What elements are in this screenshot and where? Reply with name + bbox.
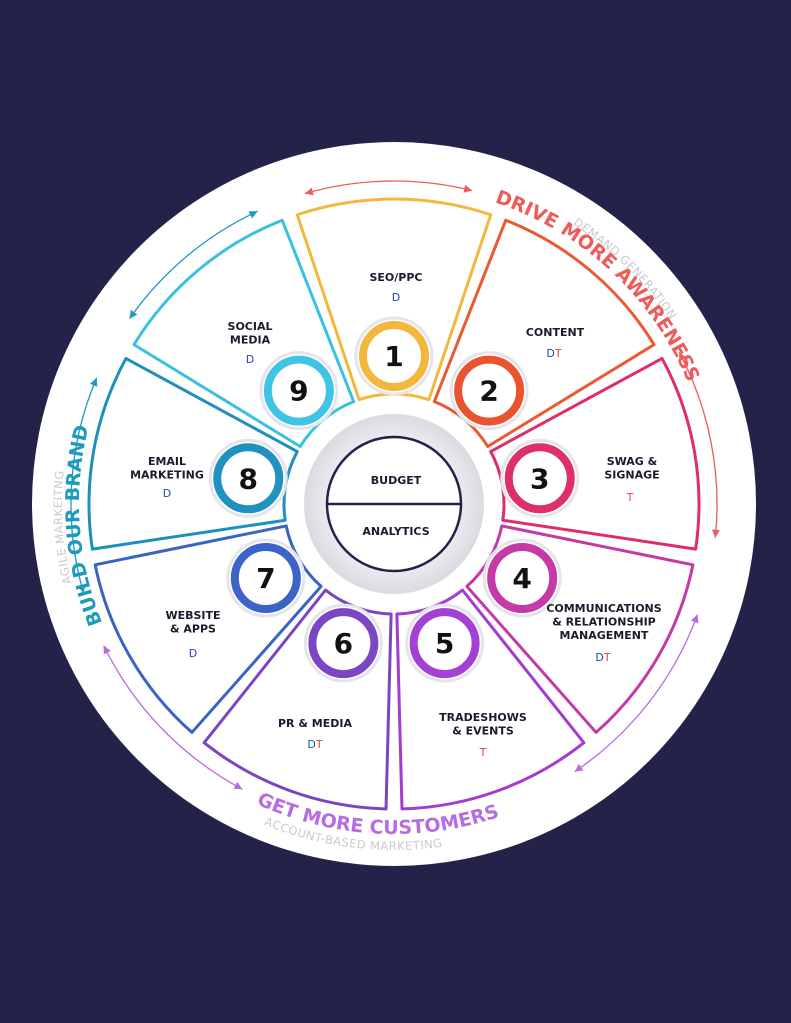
badge-4-number: 4: [512, 562, 531, 595]
arrow-awareness-right-head: [679, 352, 687, 362]
badge-2-number: 2: [479, 375, 498, 408]
hub-budget-label: BUDGET: [371, 474, 422, 487]
arrow-awareness-top-head: [463, 184, 473, 193]
hub: BUDGET ANALYTICS: [304, 414, 484, 594]
segment-3-title-line: SWAG &: [607, 455, 658, 468]
segment-9-code: D: [246, 353, 254, 366]
segment-9-title-line: SOCIAL: [228, 320, 273, 333]
badge-2-ring: [454, 355, 525, 426]
segment-1-shape: [295, 197, 493, 402]
badge-9-ring: [263, 355, 334, 426]
segment-4-title-line: & RELATIONSHIP: [552, 616, 656, 629]
badge-3-ring: [504, 443, 575, 514]
segment-2-code: DT: [546, 347, 561, 360]
code-t: T: [554, 347, 562, 360]
segment-8-code: D: [163, 487, 171, 500]
segment-7-code: D: [189, 647, 197, 660]
segment-6-title-line: PR & MEDIA: [278, 717, 352, 730]
badge-8-number: 8: [239, 462, 258, 495]
arrow-brand-left-head: [89, 377, 98, 387]
code-d: D: [307, 738, 315, 751]
segment-2-title-line: CONTENT: [526, 326, 585, 339]
badge-5-number: 5: [435, 627, 454, 660]
arrow-brand-left-head: [77, 584, 86, 594]
segment-4-title-line: COMMUNICATIONS: [546, 602, 661, 615]
code-t: T: [315, 738, 323, 751]
code-d: D: [595, 651, 603, 664]
badge-3-number: 3: [530, 462, 549, 495]
segment-6-code: DT: [307, 738, 322, 751]
badge-6-number: 6: [334, 627, 353, 660]
badge-1-ring: [359, 321, 429, 391]
segment-5-title-line: TRADESHOWS: [439, 711, 527, 724]
code-d: D: [189, 647, 197, 660]
badge-5-ring: [409, 608, 480, 679]
segment-4-code: DT: [595, 651, 610, 664]
arrow-customers-right-head: [690, 614, 699, 624]
arrow-awareness-top: [304, 180, 473, 195]
badge-6-ring: [308, 608, 379, 679]
segment-6[interactable]: 6 PR & MEDIA DT: [202, 588, 393, 811]
arrow-brand-left: [70, 377, 98, 594]
group-arrows: [70, 180, 720, 790]
arrow-brand-top: [128, 210, 258, 320]
arrow-customers-bottom: [103, 645, 243, 790]
badge-8-ring: [213, 443, 284, 514]
segment-2[interactable]: 2 CONTENT DT: [432, 218, 656, 449]
segment-1[interactable]: 1 SEO/PPC D: [295, 197, 493, 402]
arrow-brand-top-head: [129, 309, 138, 319]
arrow-awareness-top-head: [304, 187, 314, 196]
hub-analytics-label: ANALYTICS: [362, 525, 429, 538]
arrow-customers-right-head: [574, 763, 584, 772]
segment-7-title-line: & APPS: [170, 623, 216, 636]
arrow-customers-bottom-head: [233, 781, 243, 790]
code-t: T: [603, 651, 611, 664]
arrow-awareness-right: [678, 352, 718, 538]
segment-9-title-line: MEDIA: [230, 334, 271, 347]
code-d: D: [163, 487, 171, 500]
code-d: D: [246, 353, 254, 366]
segment-5-code: T: [479, 746, 487, 759]
arrow-brand-top-head: [248, 211, 258, 219]
badge-4-ring: [487, 543, 558, 613]
segment-3[interactable]: 3 SWAG &SIGNAGE T: [489, 356, 701, 551]
arrow-awareness-right-head: [711, 529, 720, 538]
segment-8-title-line: MARKETING: [130, 469, 204, 482]
code-d: D: [392, 291, 400, 304]
segment-5-title-line: & EVENTS: [452, 725, 514, 738]
badge-1-number: 1: [384, 340, 403, 373]
arrow-customers-bottom-head: [103, 645, 111, 655]
segment-3-code: T: [626, 491, 634, 504]
badge-7-number: 7: [256, 562, 275, 595]
code-t: T: [626, 491, 634, 504]
segment-1-title-line: SEO/PPC: [369, 271, 422, 284]
segment-3-title-line: SIGNAGE: [604, 469, 659, 482]
segment-8-title-line: EMAIL: [148, 455, 186, 468]
code-t: T: [479, 746, 487, 759]
segment-4-title-line: MANAGEMENT: [560, 629, 649, 642]
code-d: D: [546, 347, 554, 360]
badge-9-number: 9: [289, 375, 308, 408]
segment-1-code: D: [392, 291, 400, 304]
segment-7-title-line: WEBSITE: [165, 609, 220, 622]
badge-7-ring: [230, 543, 301, 613]
arrow-customers-right: [574, 614, 699, 773]
